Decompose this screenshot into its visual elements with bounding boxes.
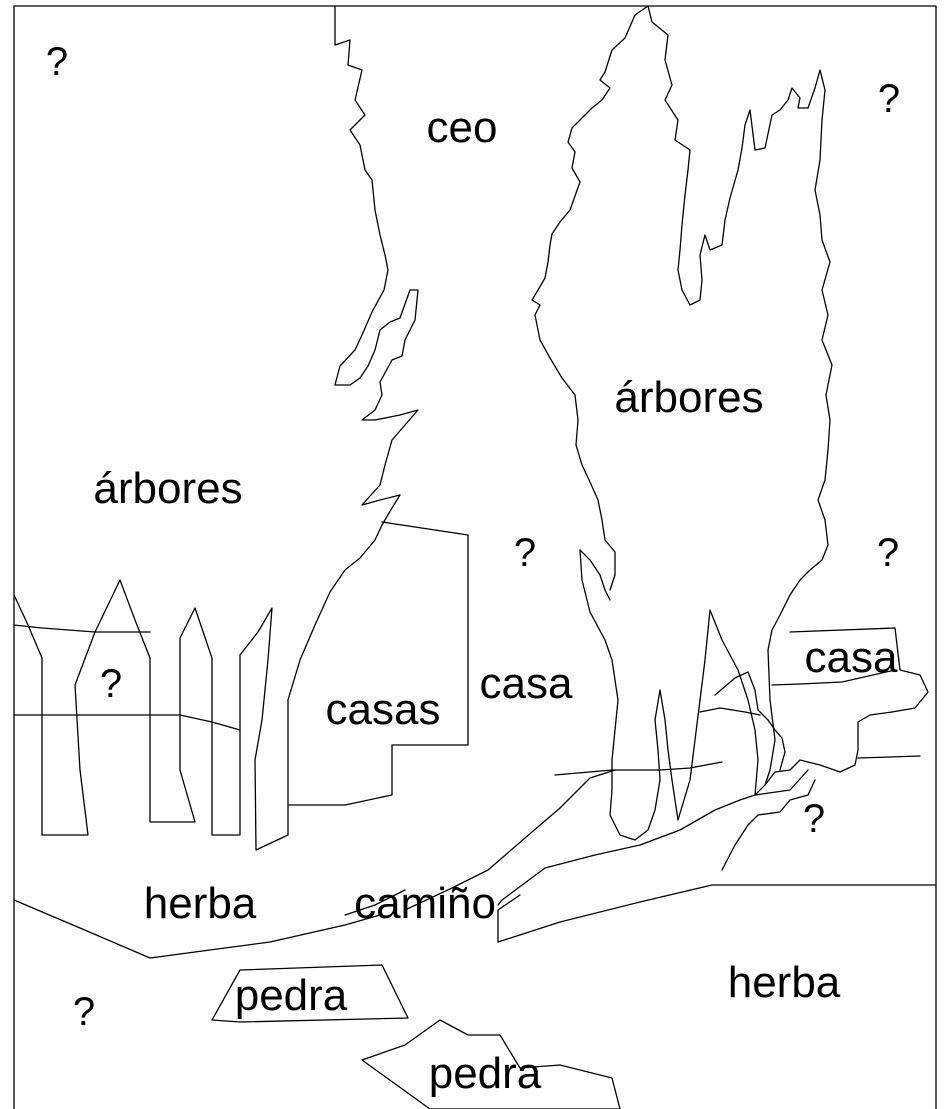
fence-crossbar-top <box>13 624 151 633</box>
bush-right <box>721 779 816 871</box>
stone-lower <box>361 1019 621 1109</box>
casas-building-outline <box>287 521 469 806</box>
road-lower-left <box>497 894 521 943</box>
label-arbores-right: árbores <box>614 373 763 422</box>
fence-crossbar-mid <box>13 714 241 731</box>
label-casa-center: casa <box>480 659 573 708</box>
road-top-line <box>554 761 723 776</box>
unknown-mark: ? <box>514 531 536 575</box>
frame-border <box>13 5 937 1109</box>
fence-picket-1 <box>13 579 289 851</box>
label-camino: camiño <box>354 879 496 928</box>
road-left-edge <box>344 889 406 916</box>
unknown-mark: ? <box>73 990 95 1034</box>
right-house-detail <box>714 671 786 771</box>
road-upper-edge <box>404 769 616 911</box>
label-ceo: ceo <box>427 103 498 152</box>
grass-left-boundary <box>13 899 381 959</box>
label-casas: casas <box>326 685 441 734</box>
right-house-ledge <box>699 707 761 716</box>
unknown-mark: ? <box>878 77 900 121</box>
right-house-roofline <box>771 669 896 686</box>
right-tree-outline <box>531 5 649 591</box>
label-pedra-upper: pedra <box>235 971 348 1020</box>
tree-stub-small <box>579 549 611 601</box>
unknown-mark: ? <box>100 662 122 706</box>
right-house-wall <box>857 755 921 759</box>
unknown-mark: ? <box>803 797 825 841</box>
right-tree-trunk <box>579 549 776 841</box>
label-herba-left: herba <box>144 879 257 928</box>
road-right-edge <box>497 769 809 906</box>
stone-upper <box>211 964 409 1023</box>
right-tree-top-detail <box>647 5 833 651</box>
label-casa-right: casa <box>805 633 898 682</box>
grass-right-boundary <box>497 884 937 943</box>
left-tree-boundary <box>287 5 419 701</box>
label-herba-right: herba <box>728 958 841 1007</box>
right-house-outline <box>764 627 929 786</box>
unknown-mark: ? <box>46 40 68 84</box>
label-pedra-lower: pedra <box>429 1049 542 1098</box>
unknown-mark: ? <box>877 531 899 575</box>
label-arbores-left: árbores <box>93 464 242 513</box>
